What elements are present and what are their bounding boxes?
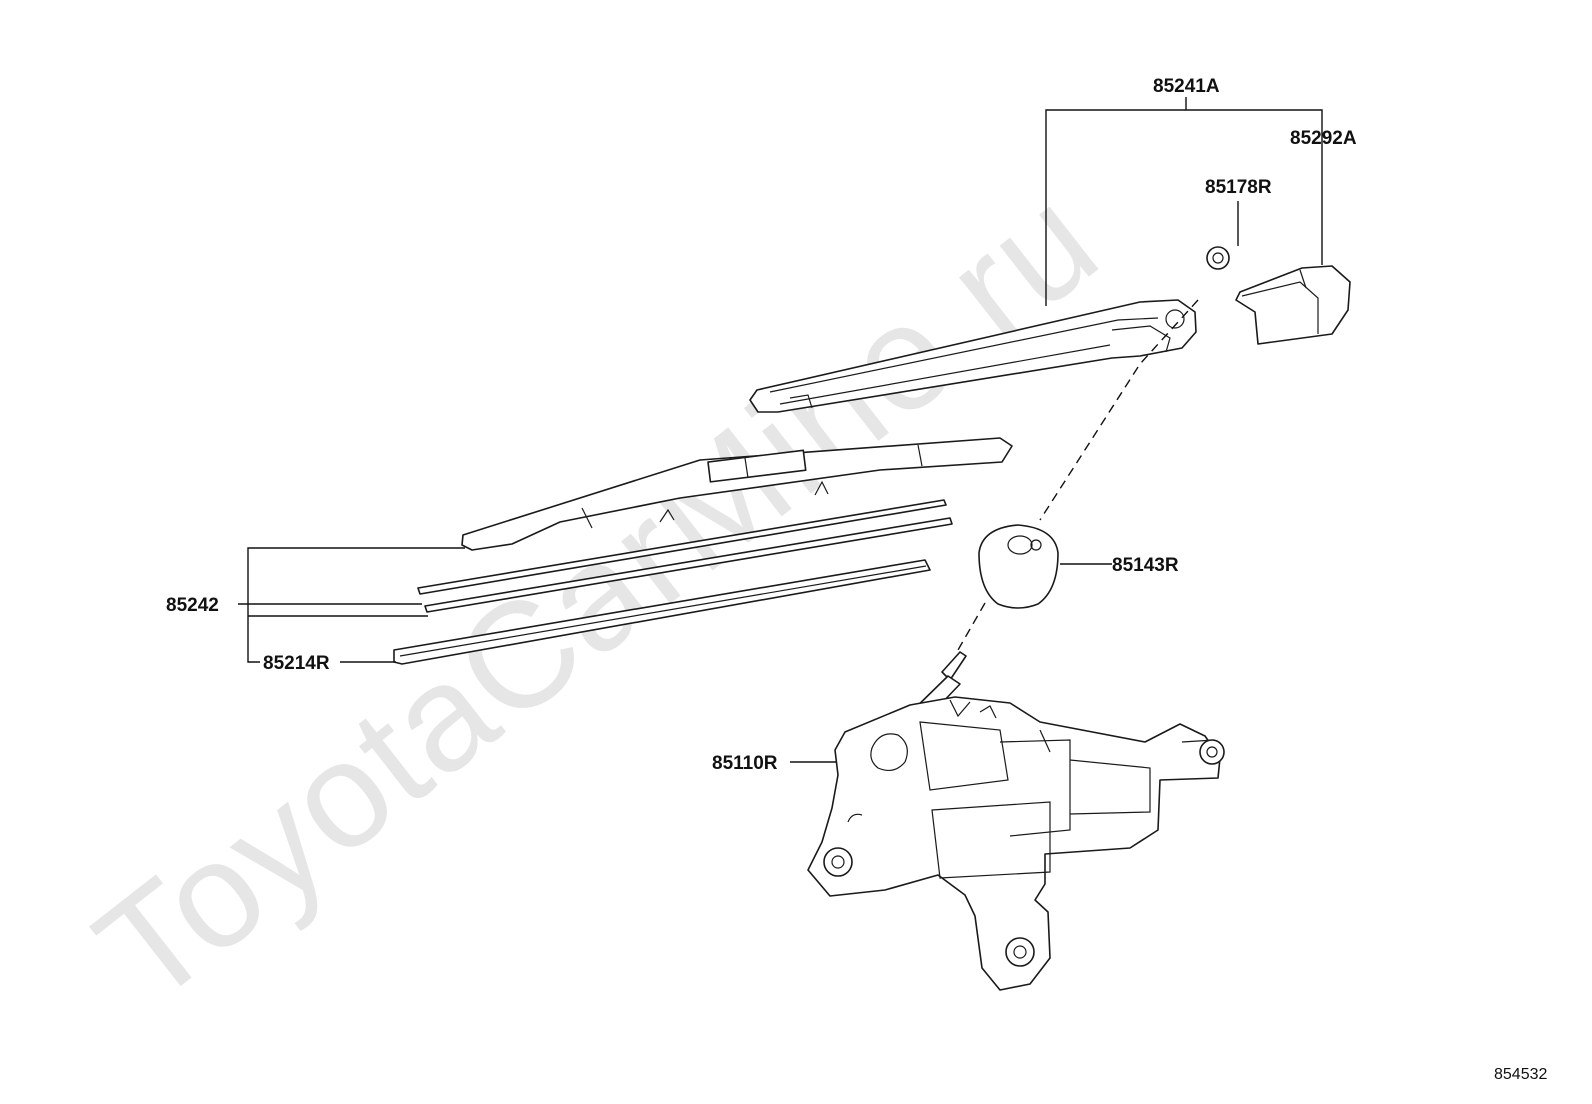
wiper-blade	[461, 437, 1013, 551]
catalog-number: 854532	[1494, 1066, 1547, 1083]
nut	[1206, 246, 1230, 270]
blade-rubber	[393, 559, 931, 665]
leader-lines	[238, 97, 1323, 763]
label-nut: 85178R	[1205, 177, 1272, 198]
label-arm-assembly: 85241A	[1153, 76, 1220, 97]
arm-cover	[1235, 265, 1351, 345]
wiper-motor	[807, 651, 1225, 991]
label-blade-rubber: 85214R	[263, 653, 330, 674]
label-blade-set: 85242	[166, 595, 219, 616]
wiper-arm	[749, 299, 1197, 413]
blade-strips	[417, 499, 953, 613]
label-arm-cover: 85292A	[1290, 128, 1357, 149]
assembly-axis-lower	[957, 602, 986, 651]
label-motor: 85110R	[712, 753, 778, 774]
label-cap: 85143R	[1112, 555, 1179, 576]
cap	[978, 524, 1059, 609]
